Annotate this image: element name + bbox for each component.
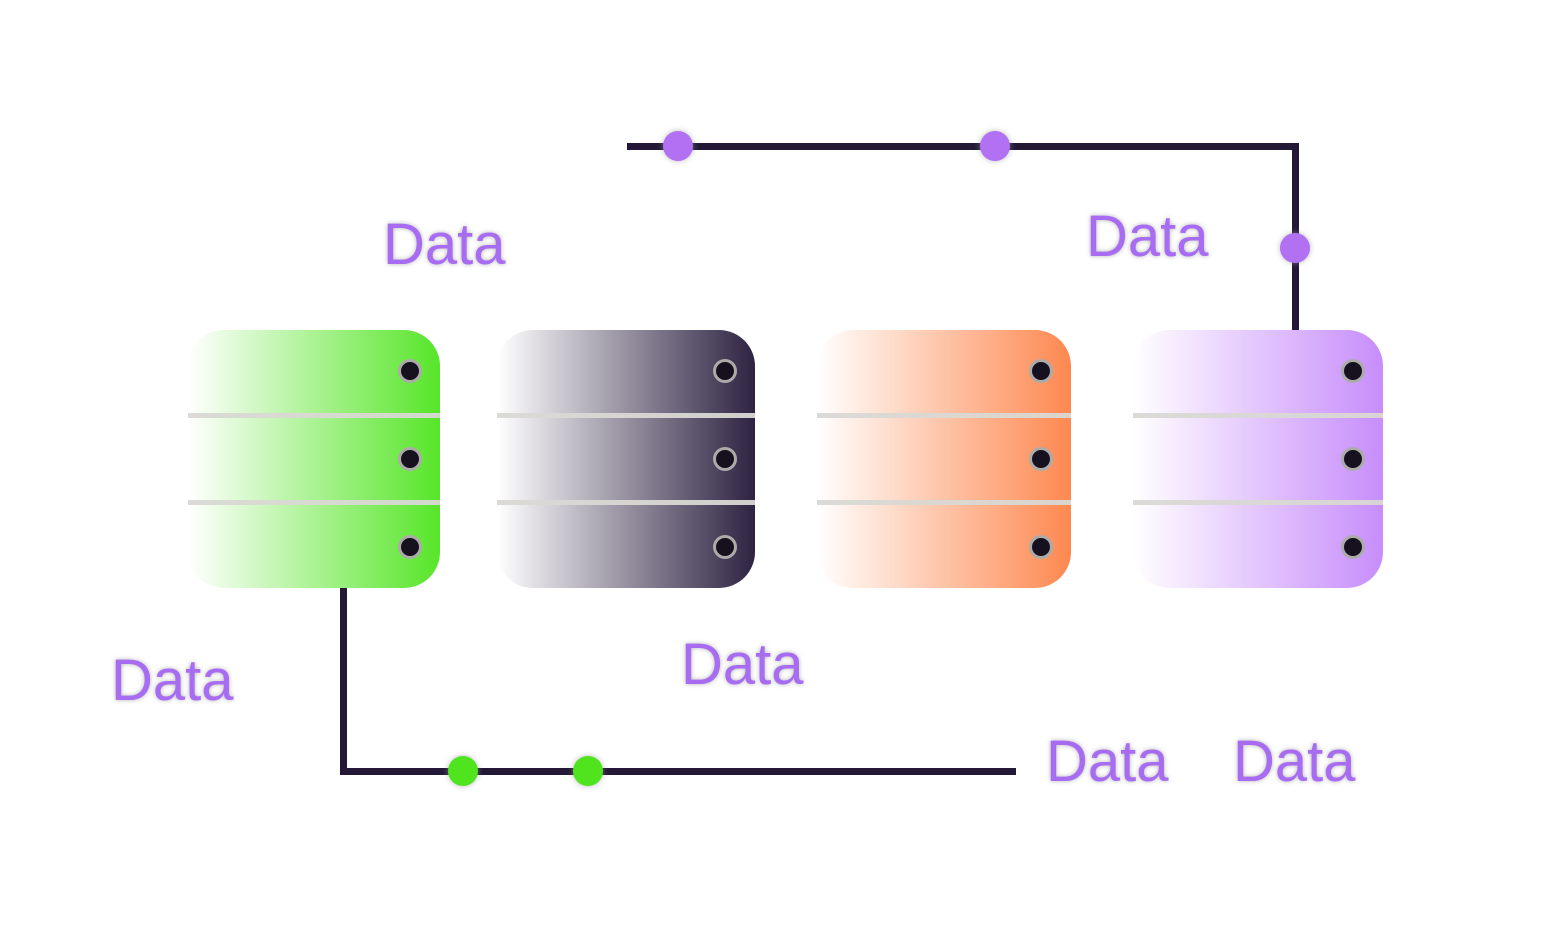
indicator-dot-icon: [398, 447, 422, 471]
database-tier: [497, 418, 755, 501]
green-node-dot: [573, 756, 603, 786]
green-node-dot: [448, 756, 478, 786]
purple-node-dot: [1280, 233, 1310, 263]
indicator-dot-icon: [713, 534, 737, 559]
database-tier: [1133, 505, 1383, 588]
indicator-dot-icon: [713, 359, 737, 384]
database-tier: [1133, 330, 1383, 413]
indicator-dot-icon: [398, 359, 422, 384]
database-tier: [1133, 418, 1383, 501]
data-label-top-right: Data: [1086, 204, 1209, 269]
database-tier: [817, 418, 1071, 501]
database-tier: [497, 330, 755, 413]
database-icon-green: [188, 330, 440, 588]
database-icon-light-purple: [1133, 330, 1383, 588]
database-tier: [188, 330, 440, 413]
database-icon-orange: [817, 330, 1071, 588]
database-tier: [497, 505, 755, 588]
bottom-connector-horizontal-line: [340, 768, 1016, 775]
tier-divider: [1133, 412, 1383, 418]
tier-divider: [1133, 500, 1383, 506]
data-label-bottom-left: Data: [111, 648, 234, 713]
indicator-dot-icon: [1029, 447, 1053, 471]
database-icon-dark-purple: [497, 330, 755, 588]
tier-divider: [188, 500, 440, 506]
data-label-bottom-right-2: Data: [1233, 729, 1356, 794]
tier-divider: [817, 500, 1071, 506]
tier-divider: [497, 412, 755, 418]
indicator-dot-icon: [713, 447, 737, 471]
database-tier: [188, 505, 440, 588]
indicator-dot-icon: [1341, 534, 1365, 559]
tier-divider: [497, 500, 755, 506]
data-label-top-left: Data: [383, 212, 506, 277]
purple-node-dot: [663, 131, 693, 161]
data-label-bottom-right-1: Data: [1046, 729, 1169, 794]
database-tier: [817, 505, 1071, 588]
indicator-dot-icon: [398, 534, 422, 559]
indicator-dot-icon: [1341, 359, 1365, 384]
database-tier: [817, 330, 1071, 413]
purple-node-dot: [980, 131, 1010, 161]
indicator-dot-icon: [1029, 534, 1053, 559]
tier-divider: [188, 412, 440, 418]
bottom-connector-vertical-line: [340, 586, 347, 772]
data-label-center: Data: [681, 632, 804, 697]
database-tier: [188, 418, 440, 501]
tier-divider: [817, 412, 1071, 418]
indicator-dot-icon: [1341, 447, 1365, 471]
indicator-dot-icon: [1029, 359, 1053, 384]
top-connector-horizontal-line: [627, 143, 1299, 150]
